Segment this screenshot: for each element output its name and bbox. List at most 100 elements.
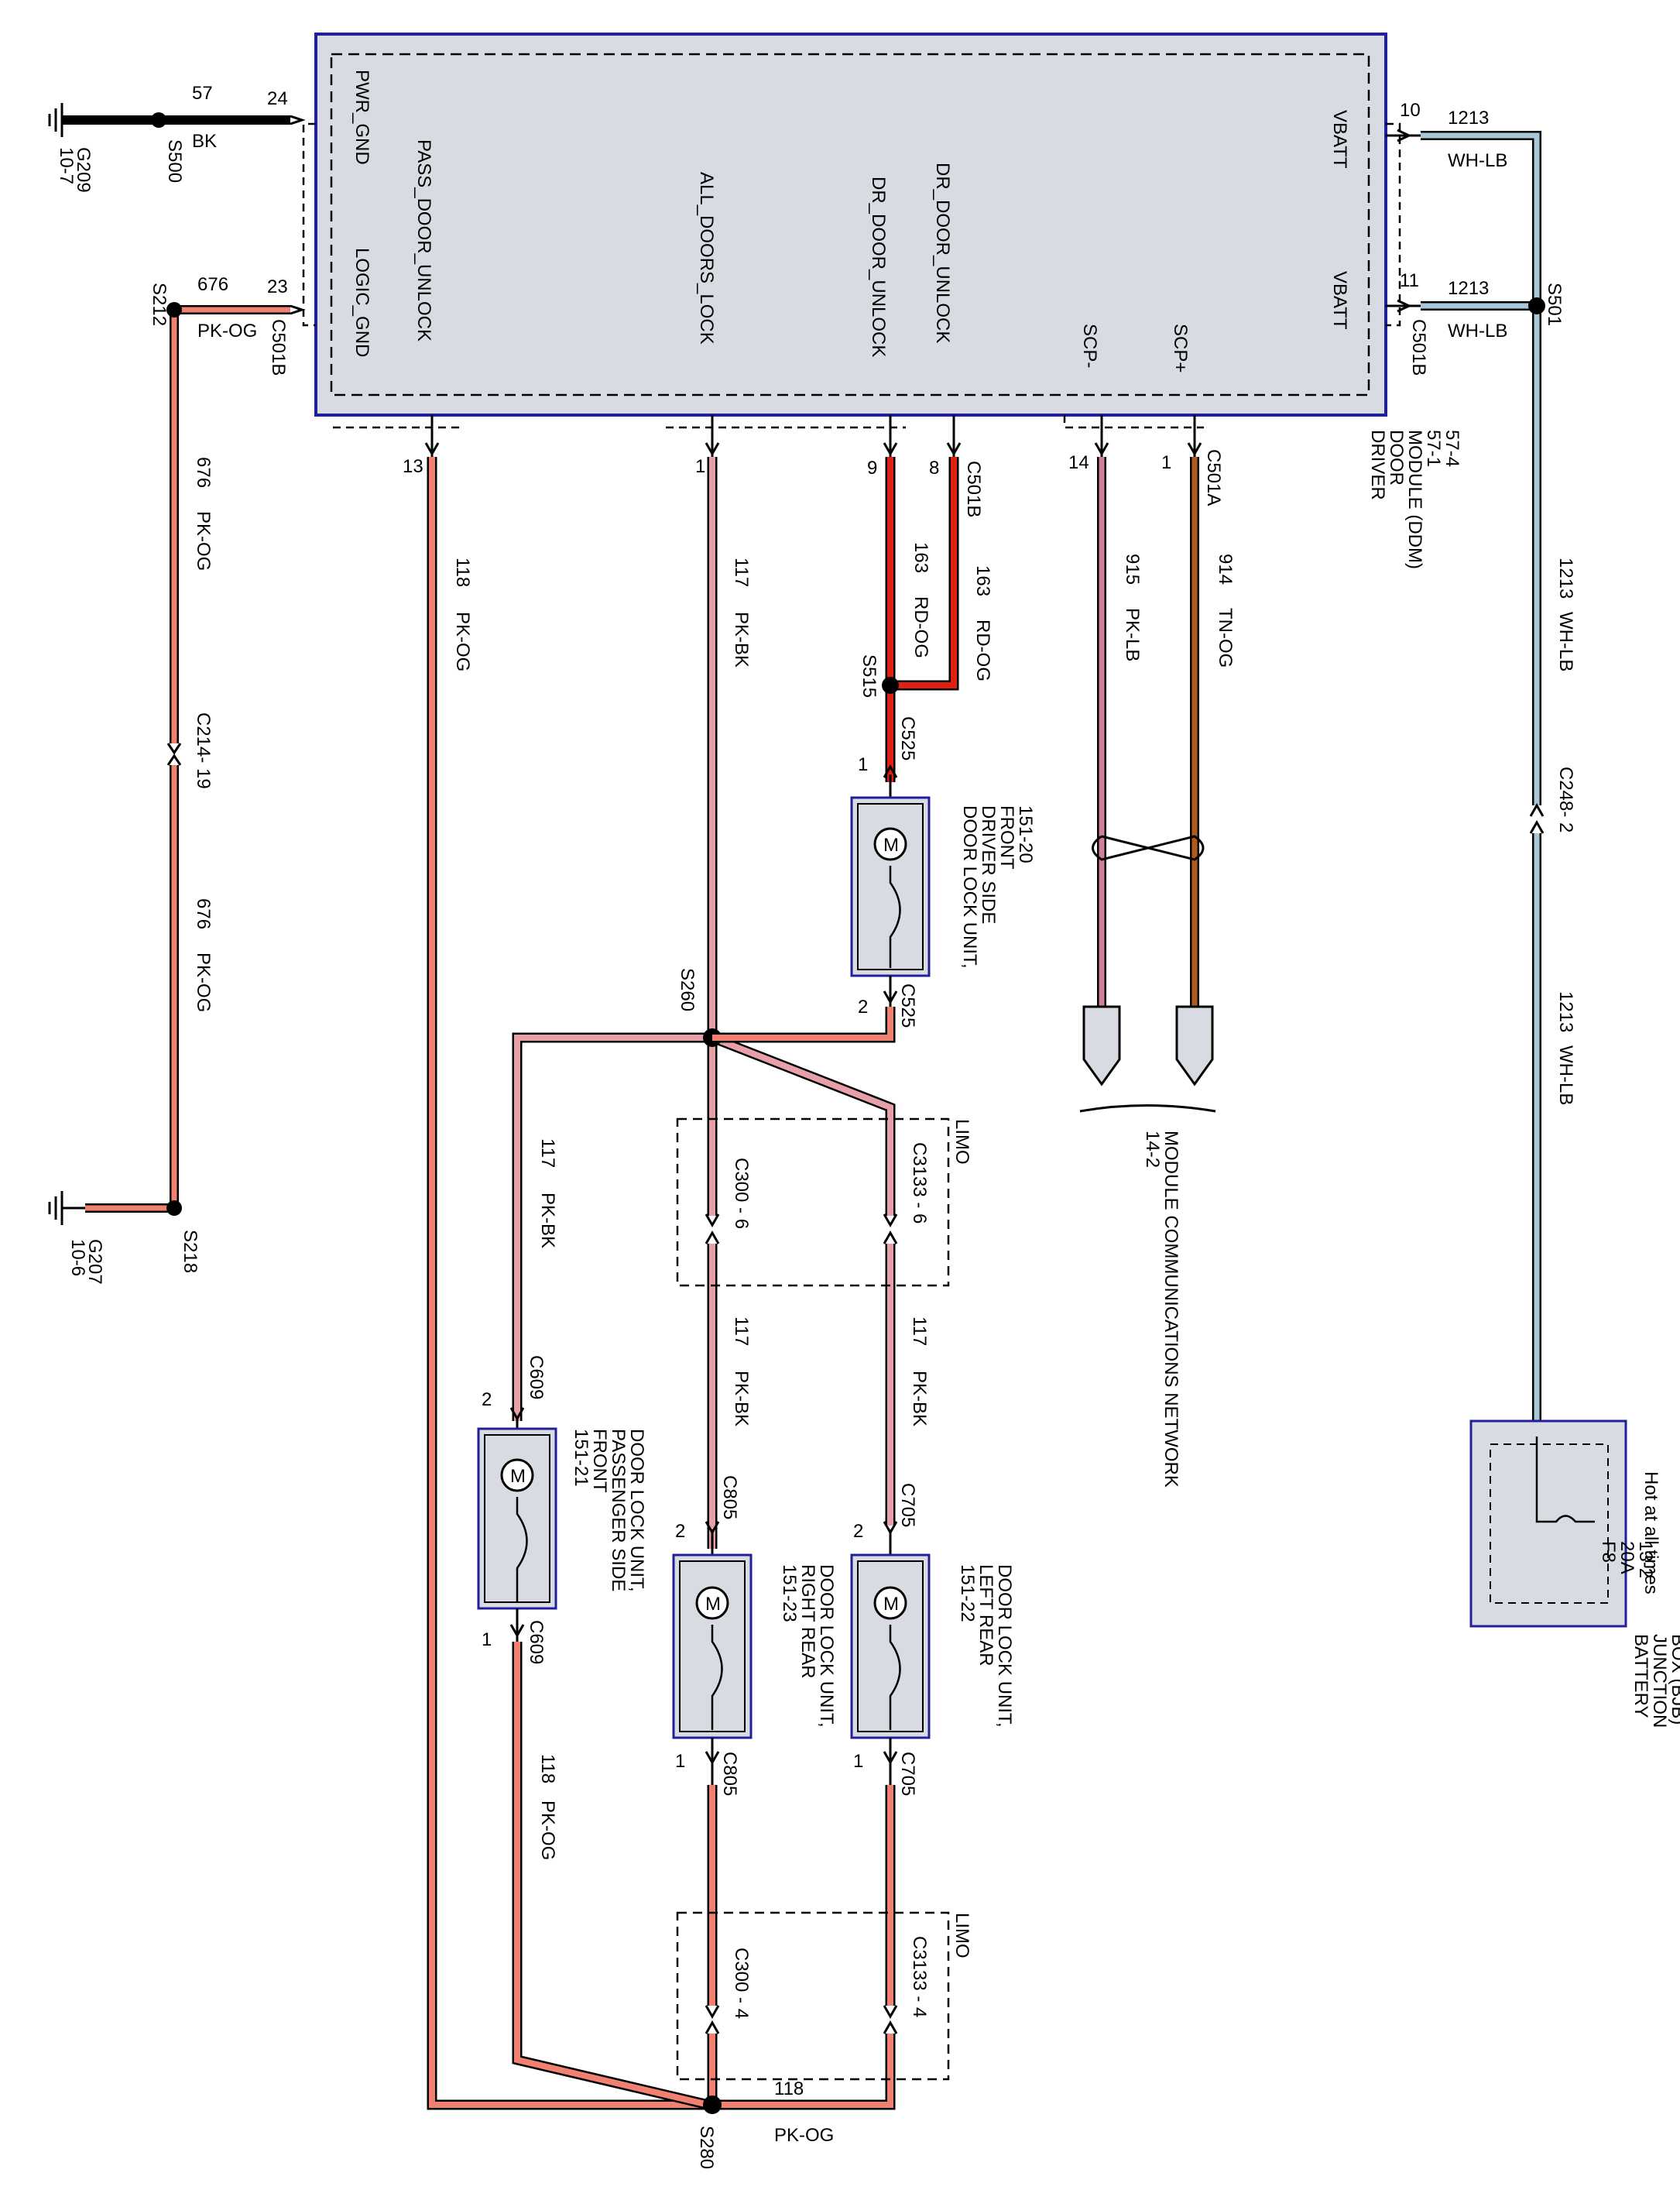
wire-label-163-a: 163 [910, 542, 931, 573]
wire-117-pk-bk [512, 457, 896, 1549]
wire-676-pk-og [85, 302, 290, 1216]
connector-c501b-bottom: C501B [963, 461, 984, 517]
svg-text:DOOR LOCK UNIT,: DOOR LOCK UNIT, [994, 1564, 1015, 1728]
connector-arrow-icon [424, 442, 440, 457]
svg-text:MODULE COMMUNICATIONS NETWORK: MODULE COMMUNICATIONS NETWORK [1161, 1131, 1181, 1488]
connector-arrow-icon [290, 115, 306, 125]
ground-g209-label: G209 [73, 147, 94, 193]
connector-c609-label-bottom: C609 [526, 1620, 547, 1664]
wire-color-117-lr: PK-BK [909, 1371, 930, 1426]
splice-s501-label: S501 [1544, 283, 1565, 326]
connector-c805-icon [705, 1751, 720, 1766]
pin-13: 13 [403, 456, 423, 477]
motor-label: M [510, 1466, 526, 1487]
wire-color-118-h: PK-OG [774, 2125, 834, 2146]
wire-color-117-pf: PK-BK [537, 1193, 558, 1248]
connector-c3133-6-icon [883, 1213, 898, 1228]
bjb-hot-label: Hot at all times [1641, 1471, 1661, 1594]
connector-c501a-label: C501A [1203, 449, 1224, 506]
motor-icon [873, 827, 907, 861]
pin-24: 24 [267, 88, 288, 109]
motor-icon [500, 1458, 534, 1492]
module-communications-network-label: MODULE COMMUNICATIONS NETWORK 14-2 [1142, 1131, 1181, 1488]
connector-c501b-left: C501B [268, 319, 289, 376]
pin-label-scp-plus: SCP+ [1170, 324, 1191, 372]
svg-text:DOOR LOCK UNIT,: DOOR LOCK UNIT, [626, 1429, 647, 1592]
connector-arrow-icon [1187, 442, 1202, 457]
pin-11: 11 [1400, 270, 1419, 291]
wire-163-rd-og [712, 457, 959, 1043]
svg-text:151-20: 151-20 [1015, 805, 1036, 863]
limo-label-lower: LIMO [951, 1913, 972, 1958]
wire-1213-wh-lb [1421, 131, 1545, 1436]
wire-color-914: TN-OG [1215, 608, 1236, 668]
svg-text:BOX (BJB): BOX (BJB) [1668, 1634, 1680, 1725]
connector-c214-icon [166, 743, 182, 755]
wire-label-117-rr: 117 [731, 1316, 752, 1346]
c805-pin-1: 1 [675, 1751, 685, 1772]
wire-57-bk [62, 112, 290, 128]
pin-14: 14 [1068, 452, 1089, 473]
pin-1: 1 [695, 456, 705, 477]
c525-pin-2: 2 [858, 997, 868, 1018]
svg-text:LEFT REAR: LEFT REAR [975, 1564, 996, 1666]
pin-8: 8 [929, 458, 939, 479]
connector-c501b-right: C501B [1408, 319, 1429, 376]
svg-text:151-21: 151-21 [571, 1429, 591, 1487]
wire-label-915: 915 [1122, 554, 1143, 585]
connector-c525-label-bottom: C525 [897, 983, 918, 1028]
wire-label-117: 117 [731, 558, 752, 587]
connector-arrow-icon [1397, 129, 1412, 142]
wire-label-118-h: 118 [774, 2078, 804, 2099]
svg-text:14-2: 14-2 [1142, 1131, 1163, 1168]
pin-label-pwr-gnd: PWR_GND [351, 70, 372, 165]
splice-s212-label: S212 [149, 283, 170, 326]
c805-pin-2: 2 [675, 1521, 685, 1542]
connector-arrow-icon [1397, 299, 1412, 313]
lock-unit-driver-front-label: DOOR LOCK UNIT, DRIVER SIDE FRONT 151-20 [959, 805, 1036, 969]
wire-label-1213-v2: 1213 [1555, 991, 1576, 1032]
svg-text:DRIVER: DRIVER [1367, 430, 1388, 500]
splice-s280 [703, 2095, 722, 2114]
wire-color-676: PK-OG [197, 321, 257, 342]
svg-text:FRONT: FRONT [996, 805, 1017, 870]
pin-1a: 1 [1161, 452, 1171, 473]
module-name: DRIVER DOOR MODULE (DDM) 57-1 57-4 [1367, 430, 1462, 569]
svg-text:151-22: 151-22 [957, 1564, 978, 1622]
connector-c300-4-label: C300 - 4 [731, 1948, 752, 2019]
svg-text:BATTERY: BATTERY [1630, 1634, 1651, 1718]
lock-unit-right-rear-label: DOOR LOCK UNIT, RIGHT REAR 151-23 [779, 1564, 837, 1728]
wire-label-1213-a: 1213 [1448, 108, 1489, 129]
module-dashed-border [330, 53, 1370, 396]
connector-c300-4-icon [705, 2005, 720, 2020]
lock-unit-passenger-front: M [477, 1427, 557, 1610]
battery-junction-box [1469, 1419, 1627, 1628]
splice-s218-label: S218 [180, 1230, 201, 1273]
wire-color-676-v2: PK-OG [193, 952, 214, 1012]
svg-text:DRIVER SIDE: DRIVER SIDE [978, 805, 999, 924]
splice-s501 [1528, 297, 1545, 314]
connector-arrow-icon [290, 304, 306, 315]
wire-color-676-v1: PK-OG [193, 511, 214, 571]
connector-c248-label: C248- 2 [1555, 767, 1576, 832]
svg-text:FRONT: FRONT [589, 1429, 610, 1493]
ground-g207-label: G207 [84, 1239, 105, 1285]
motor-icon [695, 1586, 729, 1620]
connector-c805-label-top: C805 [719, 1475, 740, 1519]
wire-color-118: PK-OG [452, 612, 473, 671]
svg-text:PASSENGER SIDE: PASSENGER SIDE [608, 1429, 629, 1591]
lock-unit-driver-front: M [850, 796, 931, 977]
ground-g207-ref: 10-6 [67, 1239, 88, 1276]
connector-c609-label-top: C609 [526, 1355, 547, 1399]
wire-label-1213-b: 1213 [1448, 278, 1489, 299]
pin-label-dr-door-unlock-9: DR_DOOR_UNLOCK [868, 177, 889, 357]
svg-text:RIGHT REAR: RIGHT REAR [797, 1564, 818, 1679]
svg-text:DOOR LOCK UNIT,: DOOR LOCK UNIT, [959, 805, 980, 969]
connector-arrow-icon [705, 442, 720, 457]
lock-unit-passenger-front-label: DOOR LOCK UNIT, PASSENGER SIDE FRONT 151… [571, 1429, 647, 1592]
fuse-icon [1535, 1436, 1595, 1523]
lock-unit-left-rear-label: DOOR LOCK UNIT, LEFT REAR 151-22 [957, 1564, 1015, 1728]
c705-pin-2: 2 [853, 1521, 863, 1542]
limo-label-upper: LIMO [951, 1119, 972, 1165]
